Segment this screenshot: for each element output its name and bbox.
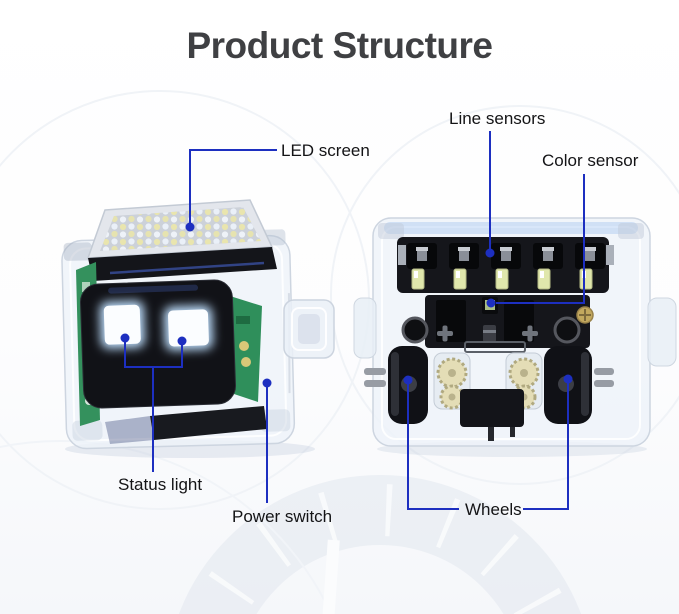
power-switch-tab <box>283 299 335 359</box>
status-light-right <box>168 309 209 347</box>
chassis-peg-2 <box>510 427 515 437</box>
label-status-light: Status light <box>118 475 203 494</box>
robot-face-screen <box>79 279 237 409</box>
axle-cover-left <box>353 297 377 359</box>
chassis-peg <box>488 427 494 441</box>
robot-front-view <box>61 199 335 458</box>
line-sensor-slots <box>407 243 605 269</box>
cross-mount-holes <box>437 325 538 342</box>
screw-gold <box>576 306 594 324</box>
background-ring-gap <box>322 539 340 614</box>
motor-block <box>460 389 524 427</box>
color-sensor-component <box>482 297 498 314</box>
battery-slot <box>464 341 526 353</box>
sensor-component-secondary <box>483 325 496 342</box>
line-sensor-array <box>397 237 614 293</box>
robot-bottom-view <box>353 217 677 457</box>
axle-cover-right <box>647 297 677 367</box>
chassis-middle-plate <box>425 295 590 353</box>
label-line-sensors: Line sensors <box>449 109 546 128</box>
background-circle-corner <box>0 440 360 614</box>
status-light-left <box>103 304 141 345</box>
background-track-ring <box>165 475 595 614</box>
label-power-switch: Power switch <box>232 507 333 526</box>
label-led-screen: LED screen <box>281 141 370 160</box>
pcb-right-edge <box>228 296 262 402</box>
label-wheels: Wheels <box>465 500 522 519</box>
label-color-sensor: Color sensor <box>542 151 639 170</box>
page-title: Product Structure <box>186 24 493 66</box>
caster-ring-left <box>401 316 429 344</box>
led-matrix-screen <box>86 199 277 281</box>
caster-ring-right <box>553 316 581 344</box>
